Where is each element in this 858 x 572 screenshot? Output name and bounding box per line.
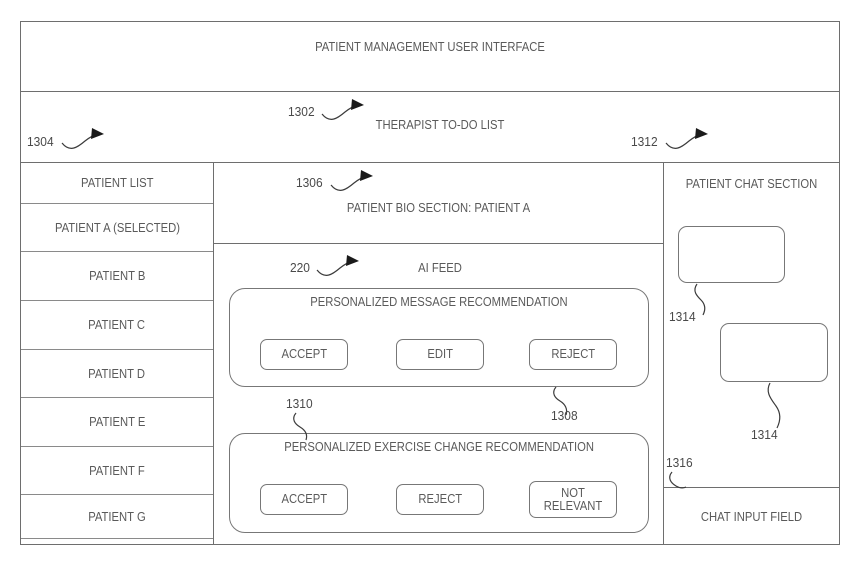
accept-exercise-button[interactable]: ACCEPT: [260, 484, 348, 515]
not-relevant-exercise-button[interactable]: NOT RELEVANT: [529, 481, 617, 518]
patient-list-row-divider: [21, 349, 213, 351]
exercise-recommendation-card: PERSONALIZED EXERCISE CHANGE RECOMMENDAT…: [229, 433, 649, 533]
chat-section-title: PATIENT CHAT SECTION: [685, 177, 818, 191]
sidebar-item-patient-c[interactable]: PATIENT C: [21, 301, 213, 349]
chat-bubble-incoming[interactable]: [678, 226, 785, 283]
ref-1316: 1316: [666, 455, 693, 470]
message-recommendation-title: PERSONALIZED MESSAGE RECOMMENDATION: [310, 295, 568, 309]
patient-list-row-divider: [21, 397, 213, 399]
ref-1304: 1304: [27, 134, 54, 149]
patient-list-header-label: PATIENT LIST: [80, 176, 154, 190]
patient-list-row-divider: [21, 203, 213, 205]
message-recommendation-card: PERSONALIZED MESSAGE RECOMMENDATION ACCE…: [229, 288, 649, 387]
page-title: PATIENT MANAGEMENT USER INTERFACE: [315, 40, 545, 54]
patient-list-row-divider: [21, 446, 213, 448]
bio-ai-divider: [213, 243, 663, 245]
sidebar-item-patient-d[interactable]: PATIENT D: [21, 350, 213, 397]
ref-1314-upper: 1314: [669, 309, 696, 324]
sidebar-item-patient-a[interactable]: PATIENT A (SELECTED): [21, 204, 213, 251]
patient-list-item-label: PATIENT E: [88, 415, 146, 429]
patient-list-bottom-divider: [21, 538, 213, 540]
chat-bubble-outgoing[interactable]: [720, 323, 828, 382]
patient-bio-section-title: PATIENT BIO SECTION: PATIENT A: [346, 201, 531, 215]
right-column-divider: [663, 162, 665, 545]
patient-list-header: PATIENT LIST: [21, 163, 213, 203]
ref-1312: 1312: [631, 134, 658, 149]
ui-outer-frame: [20, 21, 840, 545]
exercise-recommendation-title: PERSONALIZED EXERCISE CHANGE RECOMMENDAT…: [284, 440, 594, 454]
todo-list-heading: THERAPIST TO-DO LIST: [375, 118, 505, 132]
patient-list-row-divider: [21, 300, 213, 302]
ref-1306: 1306: [296, 175, 323, 190]
patient-list-row-divider: [21, 494, 213, 496]
patient-list-item-label: PATIENT G: [88, 509, 146, 524]
chat-input-field[interactable]: CHAT INPUT FIELD: [700, 510, 803, 524]
sidebar-item-patient-f[interactable]: PATIENT F: [21, 447, 213, 494]
patient-list-item-label: PATIENT B: [88, 269, 146, 283]
reject-exercise-button[interactable]: REJECT: [396, 484, 484, 515]
ai-feed-title: AI FEED: [418, 261, 462, 275]
patient-list-item-label: PATIENT A (SELECTED): [54, 220, 180, 235]
ref-220: 220: [290, 260, 310, 275]
left-column-divider: [213, 162, 215, 545]
edit-message-button[interactable]: EDIT: [396, 339, 484, 370]
patient-list-item-label: PATIENT F: [89, 463, 145, 478]
accept-message-button[interactable]: ACCEPT: [260, 339, 348, 370]
sidebar-item-patient-e[interactable]: PATIENT E: [21, 398, 213, 446]
reject-message-button[interactable]: REJECT: [529, 339, 617, 370]
patient-list-item-label: PATIENT C: [88, 318, 146, 332]
chat-input-divider: [663, 487, 840, 489]
ref-1310: 1310: [286, 396, 313, 411]
sidebar-item-patient-g[interactable]: PATIENT G: [21, 495, 213, 538]
todo-divider: [20, 162, 840, 164]
ref-1314-lower: 1314: [751, 427, 778, 442]
patient-list-row-divider: [21, 251, 213, 253]
title-divider: [20, 91, 840, 93]
ref-1302: 1302: [288, 104, 315, 119]
patient-list-item-label: PATIENT D: [88, 366, 146, 381]
sidebar-item-patient-b[interactable]: PATIENT B: [21, 252, 213, 300]
ref-1308: 1308: [551, 408, 578, 423]
